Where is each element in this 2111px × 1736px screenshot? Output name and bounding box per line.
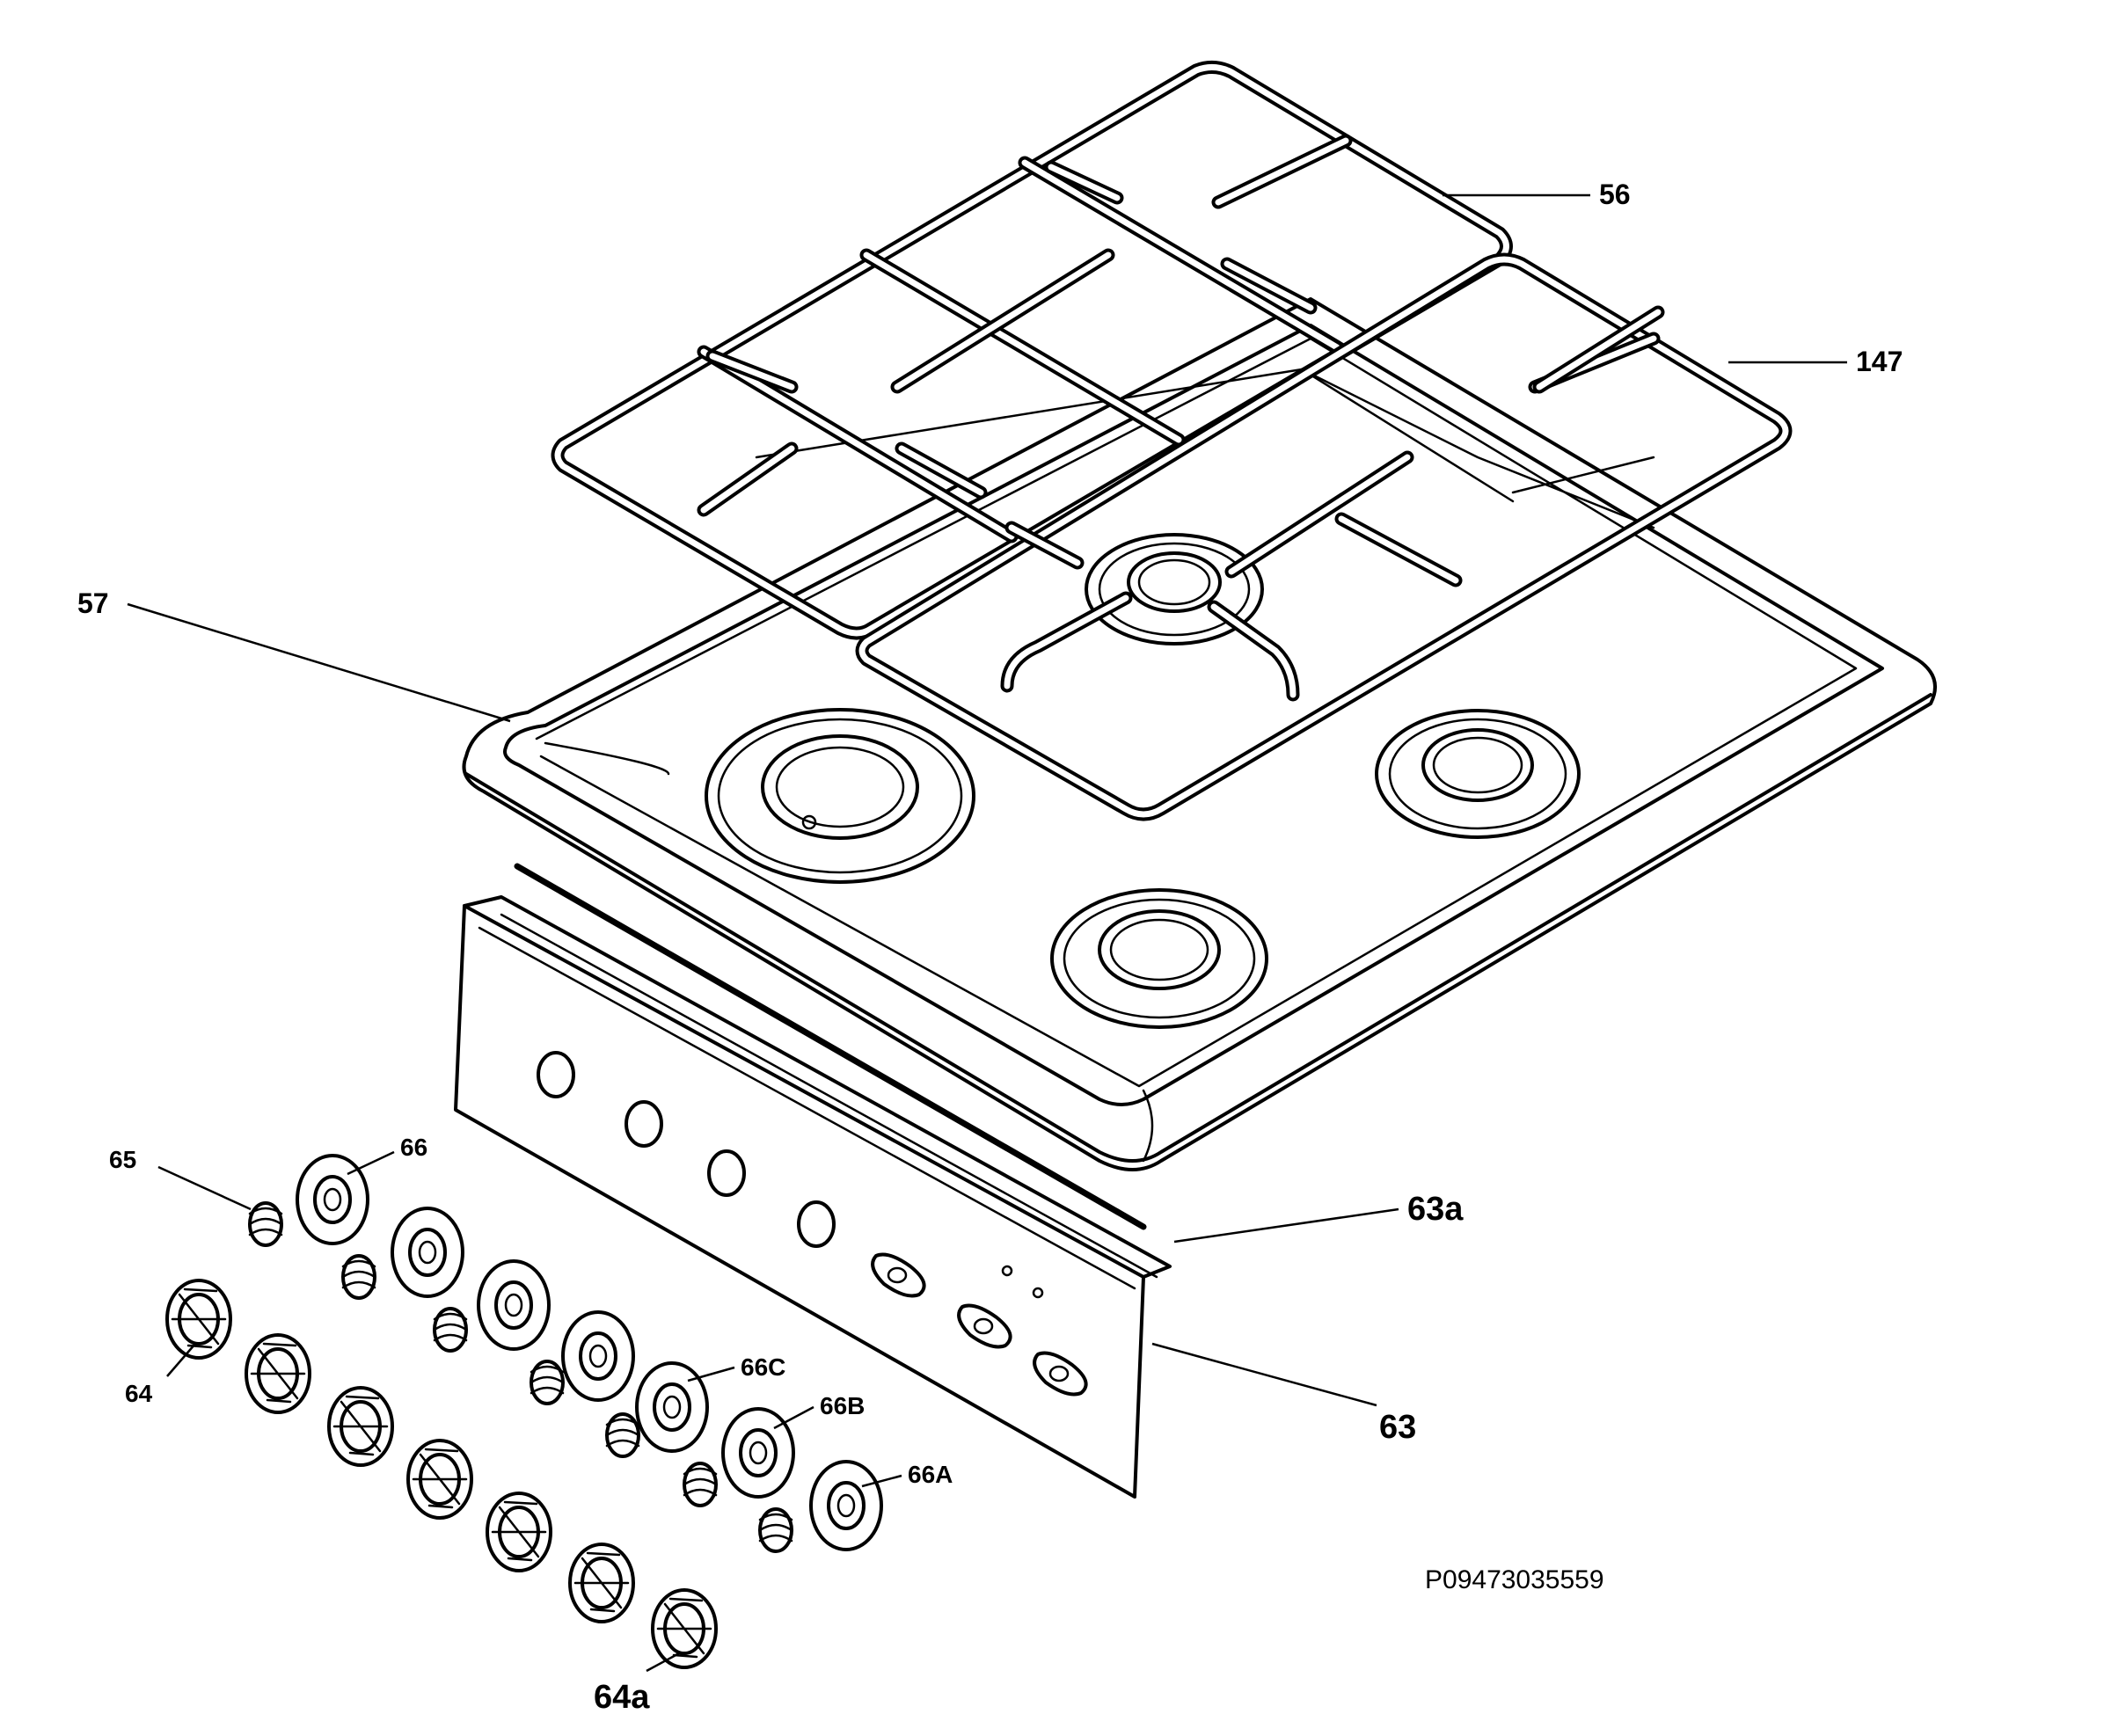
control-panel [454, 895, 1172, 1499]
knob-springs [248, 1201, 793, 1553]
label-57: 57 [77, 587, 109, 619]
label-66A: 66A [908, 1461, 953, 1488]
cooktop-tray [462, 297, 1937, 1171]
label-66C: 66C [741, 1353, 785, 1381]
knob-64a [651, 1588, 718, 1669]
diagram-code: P09473035559 [1425, 1565, 1604, 1594]
bezel-66A [809, 1460, 883, 1551]
label-147: 147 [1856, 346, 1903, 377]
burner-right [1375, 709, 1581, 839]
spring [433, 1307, 468, 1353]
label-63a: 63a [1407, 1191, 1464, 1228]
knob-bezels [296, 1154, 883, 1551]
spring [341, 1254, 376, 1300]
bezel [477, 1259, 551, 1351]
seal-strip [514, 863, 1147, 1230]
label-63: 63 [1379, 1409, 1416, 1446]
label-64: 64 [125, 1380, 153, 1407]
leader-64 [166, 1343, 196, 1377]
knob [486, 1492, 552, 1572]
bezel [391, 1207, 464, 1298]
leader-63a [1173, 1207, 1399, 1244]
burner-back-center [1085, 533, 1264, 646]
leader-66A [861, 1474, 902, 1488]
bezel-66C [635, 1361, 709, 1453]
knob-64 [165, 1279, 232, 1360]
knob [568, 1543, 635, 1623]
knob [245, 1333, 311, 1414]
burner-large-front-left [705, 708, 975, 884]
leader-66C [687, 1366, 735, 1382]
burner-front-center [1050, 888, 1268, 1029]
label-66B: 66B [820, 1392, 865, 1419]
spring [530, 1360, 565, 1405]
leader-63 [1151, 1342, 1377, 1407]
knob [327, 1386, 394, 1467]
spring [605, 1412, 640, 1458]
leader-57 [127, 602, 511, 723]
control-knobs [165, 1279, 718, 1669]
label-65: 65 [109, 1146, 136, 1173]
leader-66B [773, 1405, 814, 1430]
label-66: 66 [400, 1134, 427, 1161]
leader-66 [347, 1150, 395, 1176]
spring [683, 1462, 718, 1507]
part-labels: 56 147 57 63a 63 65 66 66C 66B 66A 64 64… [77, 179, 1903, 1716]
bezel-66 [296, 1154, 369, 1245]
spring-65 [248, 1201, 283, 1247]
label-64a: 64a [594, 1679, 650, 1716]
bezel [561, 1310, 635, 1402]
leader-64a [646, 1652, 680, 1673]
leader-lines [127, 193, 1847, 1673]
spring [758, 1507, 793, 1553]
label-56: 56 [1599, 179, 1631, 210]
leader-65 [157, 1165, 252, 1211]
bezel-66B [721, 1407, 795, 1499]
knob [406, 1439, 473, 1520]
pan-support-right [855, 252, 1793, 821]
